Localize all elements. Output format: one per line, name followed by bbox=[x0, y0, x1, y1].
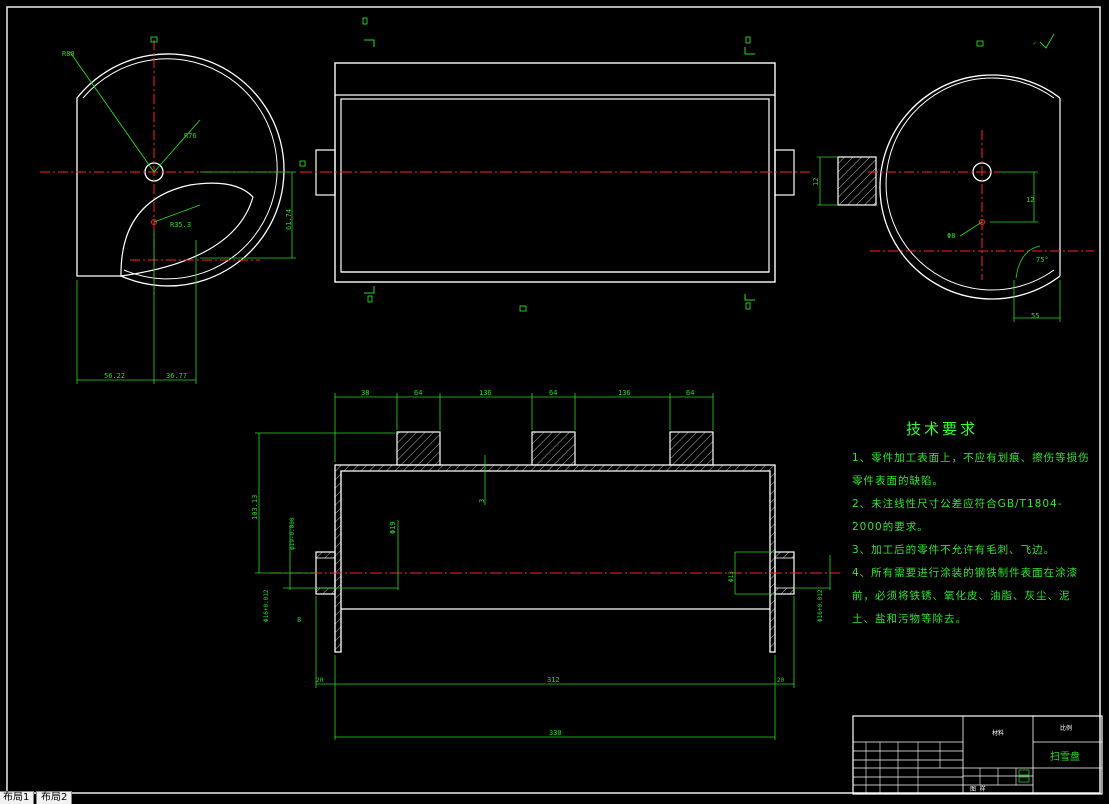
dim-hub-12: 12 bbox=[812, 178, 820, 186]
requirement-4: 4、所有需要进行涂装的钢铁制件表面在涂漆前，必须将铁锈、氧化皮、油脂、灰尘、泥土… bbox=[852, 567, 1079, 625]
dim-bore-right: Φ13 bbox=[728, 571, 735, 582]
dim-offset-12: 12 bbox=[1026, 196, 1034, 204]
layout-tab-2[interactable]: 布局2 bbox=[36, 791, 73, 804]
dim-61-74: 61.74 bbox=[285, 209, 293, 230]
dim-wall-3: 3 bbox=[478, 499, 486, 503]
dim-330: 330 bbox=[549, 729, 562, 737]
left-view: R80 R76 R35.3 61.74 56.22 36.77 bbox=[40, 40, 296, 384]
dim-36-77: 36.77 bbox=[166, 372, 187, 380]
dim-pitch-64a: 64 bbox=[414, 389, 422, 397]
dim-103-13: 103.13 bbox=[251, 495, 259, 520]
dim-hub-len-right: 20 bbox=[777, 677, 785, 684]
dim-r35: R35.3 bbox=[170, 221, 191, 229]
requirement-2: 2、未注线性尺寸公差应符合GB/T1804-2000的要求。 bbox=[852, 498, 1063, 533]
dim-55: 55 bbox=[1031, 312, 1039, 320]
drum-shell-section bbox=[334, 464, 776, 653]
requirement-1: 1、零件加工表面上，不应有划痕、擦伤等损伤零件表面的缺陷。 bbox=[852, 452, 1090, 487]
title-block: 扫雪盘 材料 比例 图 样 bbox=[852, 715, 1103, 795]
dim-angle-75: 75° bbox=[1036, 256, 1049, 264]
requirement-3: 3、加工后的零件不允许有毛刺、飞边。 bbox=[852, 544, 1056, 556]
left-view-inner-arc bbox=[120, 182, 254, 277]
left-view-outer-outline bbox=[76, 53, 285, 287]
drawing-frame bbox=[6, 6, 1101, 794]
layout-tab-1[interactable]: 布局1 bbox=[0, 791, 35, 804]
dim-pitch-64b: 64 bbox=[549, 389, 557, 397]
boss-2 bbox=[531, 431, 576, 466]
dim-56-22: 56.22 bbox=[104, 372, 125, 380]
dim-pitch-136a: 136 bbox=[479, 389, 492, 397]
right-view-hub-section bbox=[837, 156, 877, 206]
dim-312: 312 bbox=[547, 676, 560, 684]
dim-bore-left: φ19-0.000 bbox=[289, 517, 296, 550]
dim-pitch-38: 38 bbox=[361, 389, 369, 397]
dim-bore-small: Φ19 bbox=[389, 521, 397, 534]
boss-1 bbox=[396, 431, 441, 466]
dim-left-vert-tol: Φ16+0.012 bbox=[263, 589, 270, 622]
roughness-symbol-icon bbox=[1039, 33, 1055, 49]
dim-right-vert-tol: Φ16+0.012 bbox=[817, 589, 824, 622]
dim-pitch-136b: 136 bbox=[618, 389, 631, 397]
right-view-outer-outline bbox=[879, 74, 1061, 300]
technical-requirements-title: 技术要求 bbox=[905, 420, 978, 438]
section-view: 38 64 136 64 136 64 103.13 3 φ19-0.000 Φ… bbox=[251, 389, 840, 740]
dim-tol-small: 8 bbox=[297, 616, 301, 624]
top-view bbox=[150, 17, 984, 312]
title-block-cells: 图 样 bbox=[970, 785, 986, 793]
title-block-name: 扫雪盘 bbox=[1050, 750, 1080, 763]
svg-text:✓: ✓ bbox=[1033, 40, 1037, 47]
dim-r80: R80 bbox=[62, 50, 75, 58]
title-block-material: 材料 bbox=[992, 729, 1004, 737]
dim-pitch-64c: 64 bbox=[686, 389, 694, 397]
dim-r76: R76 bbox=[184, 132, 197, 140]
right-view: 12 12 Φ8 75° 55 ✓ bbox=[812, 33, 1094, 322]
dim-hub-len-left: 20 bbox=[316, 677, 324, 684]
title-block-scale: 比例 bbox=[1060, 724, 1072, 732]
technical-requirements: 技术要求 1、零件加工表面上，不应有划痕、擦伤等损伤零件表面的缺陷。 2、未注线… bbox=[852, 418, 1092, 631]
dim-phi8: Φ8 bbox=[947, 232, 955, 240]
boss-3 bbox=[669, 431, 714, 466]
